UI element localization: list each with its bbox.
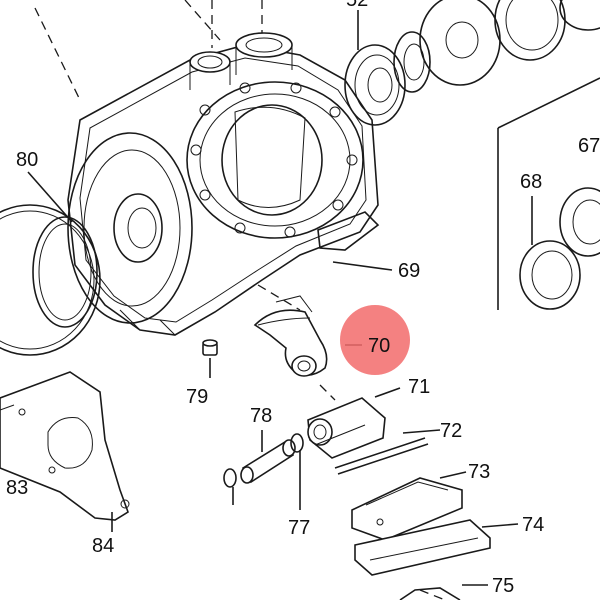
callout-83: 83 [6, 477, 28, 499]
assembly-guide-lines [34, 0, 446, 600]
callout-78: 78 [250, 405, 272, 427]
callout-80: 80 [16, 149, 38, 171]
callout-77: 77 [288, 517, 310, 539]
callout-52: 52 [346, 0, 368, 11]
highlight-circle [340, 305, 410, 375]
callout-67: 67 [578, 135, 600, 157]
callout-74: 74 [522, 514, 544, 536]
o-ring-part-80 [0, 204, 101, 356]
plug-part-79 [202, 339, 218, 356]
mounting-bracket-part-84 [0, 371, 130, 521]
callout-73: 73 [468, 461, 490, 483]
valve-part-75 [399, 587, 461, 600]
bearing-part-68 [497, 77, 600, 310]
pump-housing [67, 32, 380, 336]
callout-75: 75 [492, 575, 514, 597]
leader-lines [27, 10, 533, 586]
seal-ring-part-72 [334, 437, 429, 475]
callout-84: 84 [92, 535, 114, 557]
bearing-part-52 [344, 0, 600, 126]
wrist-pin-part-78 [240, 439, 296, 484]
cylinder-base-part-74 [354, 519, 491, 576]
callout-68: 68 [520, 171, 542, 193]
connecting-rod-part-70 [253, 295, 328, 377]
sleeve-part-73 [351, 477, 463, 541]
callout-69: 69 [398, 260, 420, 282]
callout-labels: 52 67 68 69 70 71 72 73 74 75 77 78 79 8… [6, 0, 600, 597]
circlip-part-77 [223, 433, 304, 488]
callout-72: 72 [440, 420, 462, 442]
callout-71: 71 [408, 376, 430, 398]
callout-79: 79 [186, 386, 208, 408]
callout-70: 70 [368, 335, 390, 357]
piston-part-71 [307, 397, 386, 459]
